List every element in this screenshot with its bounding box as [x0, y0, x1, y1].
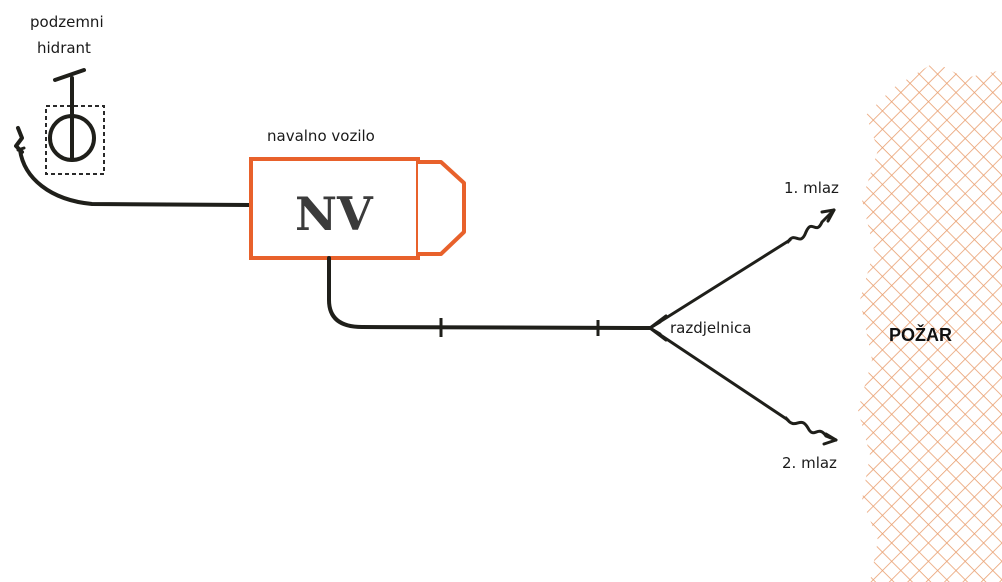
vehicle-label: navalno vozilo [267, 127, 375, 145]
vehicle-cab [418, 160, 466, 256]
jet-2-label: 2. mlaz [782, 454, 837, 472]
splitter-label: razdjelnica [670, 319, 751, 337]
hydrant-label-line2: hidrant [37, 39, 91, 57]
attack-hose [327, 256, 652, 337]
fire-engine: navalno vozilo NV [249, 127, 466, 260]
hydrant-dashed-box [45, 105, 105, 175]
jet-1-nozzle-arrow [820, 208, 836, 223]
jet-1-branch: 1. mlaz [648, 179, 839, 330]
jet-1-label: 1. mlaz [784, 179, 839, 197]
fire-zone: POŽAR [858, 62, 1002, 582]
hydrant-symbol [45, 68, 105, 175]
underground-hydrant: podzemni hidrant [30, 13, 105, 175]
hydrant-label-line1: podzemni [30, 13, 104, 31]
jet-2-nozzle-arrow [822, 432, 838, 446]
fire-label: POŽAR [889, 324, 952, 345]
vehicle-code: NV [295, 187, 374, 241]
jet-2-branch: 2. mlaz [648, 326, 838, 472]
fire-hatch-area [858, 62, 1002, 582]
hydrant-handle [53, 68, 86, 82]
supply-hose [14, 126, 252, 207]
